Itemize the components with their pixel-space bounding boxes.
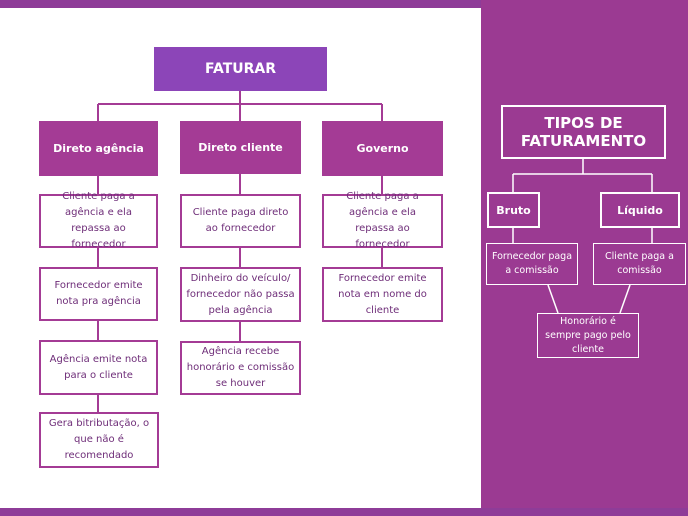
bottom-accent-bar [0,508,688,516]
header-direto-cliente: Direto cliente [180,121,301,174]
node-agencia-1: Cliente paga a agência e ela repassa ao … [39,191,158,250]
top-accent-bar [0,0,688,8]
connector-bruto-shared [547,284,559,314]
node-governo-1: Cliente paga a agência e ela repassa ao … [322,191,443,250]
node-honorario: Honorário é sempre pago pelo cliente [537,313,639,358]
connector-liquido-shared [619,284,631,314]
node-agencia-2: Fornecedor emite nota pra agência [39,267,158,321]
right-panel [481,0,688,516]
header-liquido: Líquido [600,192,680,228]
header-direto-agencia: Direto agência [39,121,158,176]
header-bruto: Bruto [487,192,540,228]
node-governo-2: Fornecedor emite nota em nome do cliente [322,267,443,322]
faturar-title: FATURAR [154,47,327,91]
connector-faturar-branches [97,103,383,121]
connector-tipos-branches [512,173,653,192]
node-agencia-3: Agência emite nota para o cliente [39,340,158,395]
node-liquido-desc: Cliente paga a comissão [593,243,686,285]
node-cliente-1: Cliente paga direto ao fornecedor [180,194,301,248]
node-agencia-4: Gera bitributação, o que não é recomenda… [39,412,159,468]
node-cliente-2: Dinheiro do veículo/ fornecedor não pass… [180,267,301,322]
header-governo: Governo [322,121,443,176]
tipos-faturamento-title: TIPOS DE FATURAMENTO [501,105,666,159]
node-bruto-desc: Fornecedor paga a comissão [486,243,578,285]
node-cliente-3: Agência recebe honorário e comissão se h… [180,341,301,395]
